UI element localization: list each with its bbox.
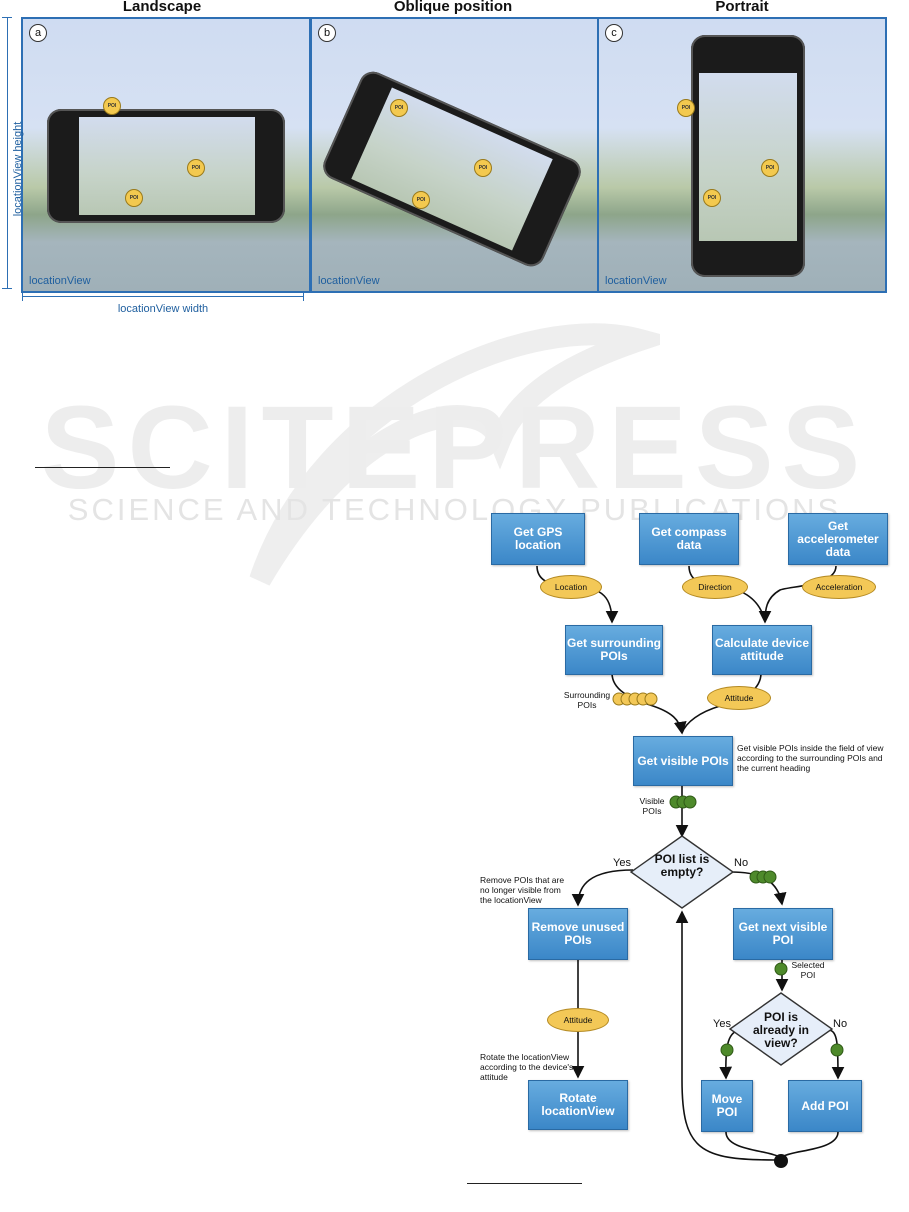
panel-badge-b: b (318, 24, 336, 42)
get-visible-pois-box: Get visible POIs (633, 736, 733, 786)
panel-title-portrait: Portrait (715, 0, 769, 15)
watermark-swoosh (249, 323, 660, 586)
add-poi-box: Add POI (788, 1080, 862, 1132)
rotate-locationview-box: Rotate locationView (528, 1080, 628, 1130)
selected-poi-label: Selected POI (791, 960, 825, 980)
phone-landscape (47, 109, 285, 223)
footnote-rule (467, 1183, 582, 1184)
poi-marker: POI (474, 159, 492, 177)
panel-title-landscape: Landscape (122, 0, 202, 15)
poi-marker: POI (390, 99, 408, 117)
poi-marker: POI (761, 159, 779, 177)
attitude-data-label: Attitude (707, 686, 771, 710)
width-label: locationView width (117, 303, 209, 315)
surrounding-pois-label: Surrounding POIs (563, 690, 611, 710)
poi-in-view-decision: POI is already in view? (752, 1010, 810, 1050)
visible-pois-label: Visible POIs (639, 796, 665, 816)
width-dimension-line (22, 291, 304, 301)
get-compass-data-box: Get compass data (639, 513, 739, 565)
watermark-text: SCITEPRESS (40, 382, 869, 514)
calculate-device-attitude-box: Calculate device attitude (712, 625, 812, 675)
rotate-note: Rotate the locationView according to the… (480, 1052, 574, 1082)
move-poi-box: Move POI (701, 1080, 753, 1132)
remove-pois-note: Remove POIs that are no longer visible f… (480, 875, 565, 905)
branch-yes: Yes (713, 1018, 731, 1030)
get-surrounding-pois-box: Get surrounding POIs (565, 625, 663, 675)
poi-list-empty-decision: POI list is empty? (654, 852, 710, 879)
panel-badge-a: a (29, 24, 47, 42)
attitude-data-label: Attitude (547, 1008, 609, 1032)
panel-oblique: b POI POI POI locationView (310, 17, 600, 293)
visible-pois-note: Get visible POIs inside the field of vie… (737, 743, 884, 773)
location-view-label: locationView (29, 275, 91, 287)
remove-unused-pois-box: Remove unused POIs (528, 908, 628, 960)
branch-no: No (833, 1018, 848, 1030)
poi-marker: POI (677, 99, 695, 117)
poi-marker: POI (412, 191, 430, 209)
panel-portrait: c POI POI POI locationView (597, 17, 887, 293)
location-data-label: Location (540, 575, 602, 599)
location-view-label: locationView (605, 275, 667, 287)
get-next-visible-poi-box: Get next visible POI (733, 908, 833, 960)
get-accelerometer-data-box: Get accelerometer data (788, 513, 888, 565)
poi-marker: POI (703, 189, 721, 207)
panel-badge-c: c (605, 24, 623, 42)
poi-marker: POI (187, 159, 205, 177)
location-view-label: locationView (318, 275, 380, 287)
height-dimension-line: locationView height (2, 17, 24, 289)
branch-no: No (734, 857, 749, 869)
acceleration-data-label: Acceleration (802, 575, 876, 599)
footnote-rule (35, 467, 170, 468)
poi-marker: POI (103, 97, 121, 115)
poi-marker: POI (125, 189, 143, 207)
panel-title-oblique: Oblique position (393, 0, 513, 15)
get-gps-location-box: Get GPS location (491, 513, 585, 565)
direction-data-label: Direction (682, 575, 748, 599)
phone-portrait (691, 35, 805, 277)
branch-yes: Yes (613, 857, 631, 869)
panel-landscape: a POI POI POI locationView (21, 17, 311, 293)
